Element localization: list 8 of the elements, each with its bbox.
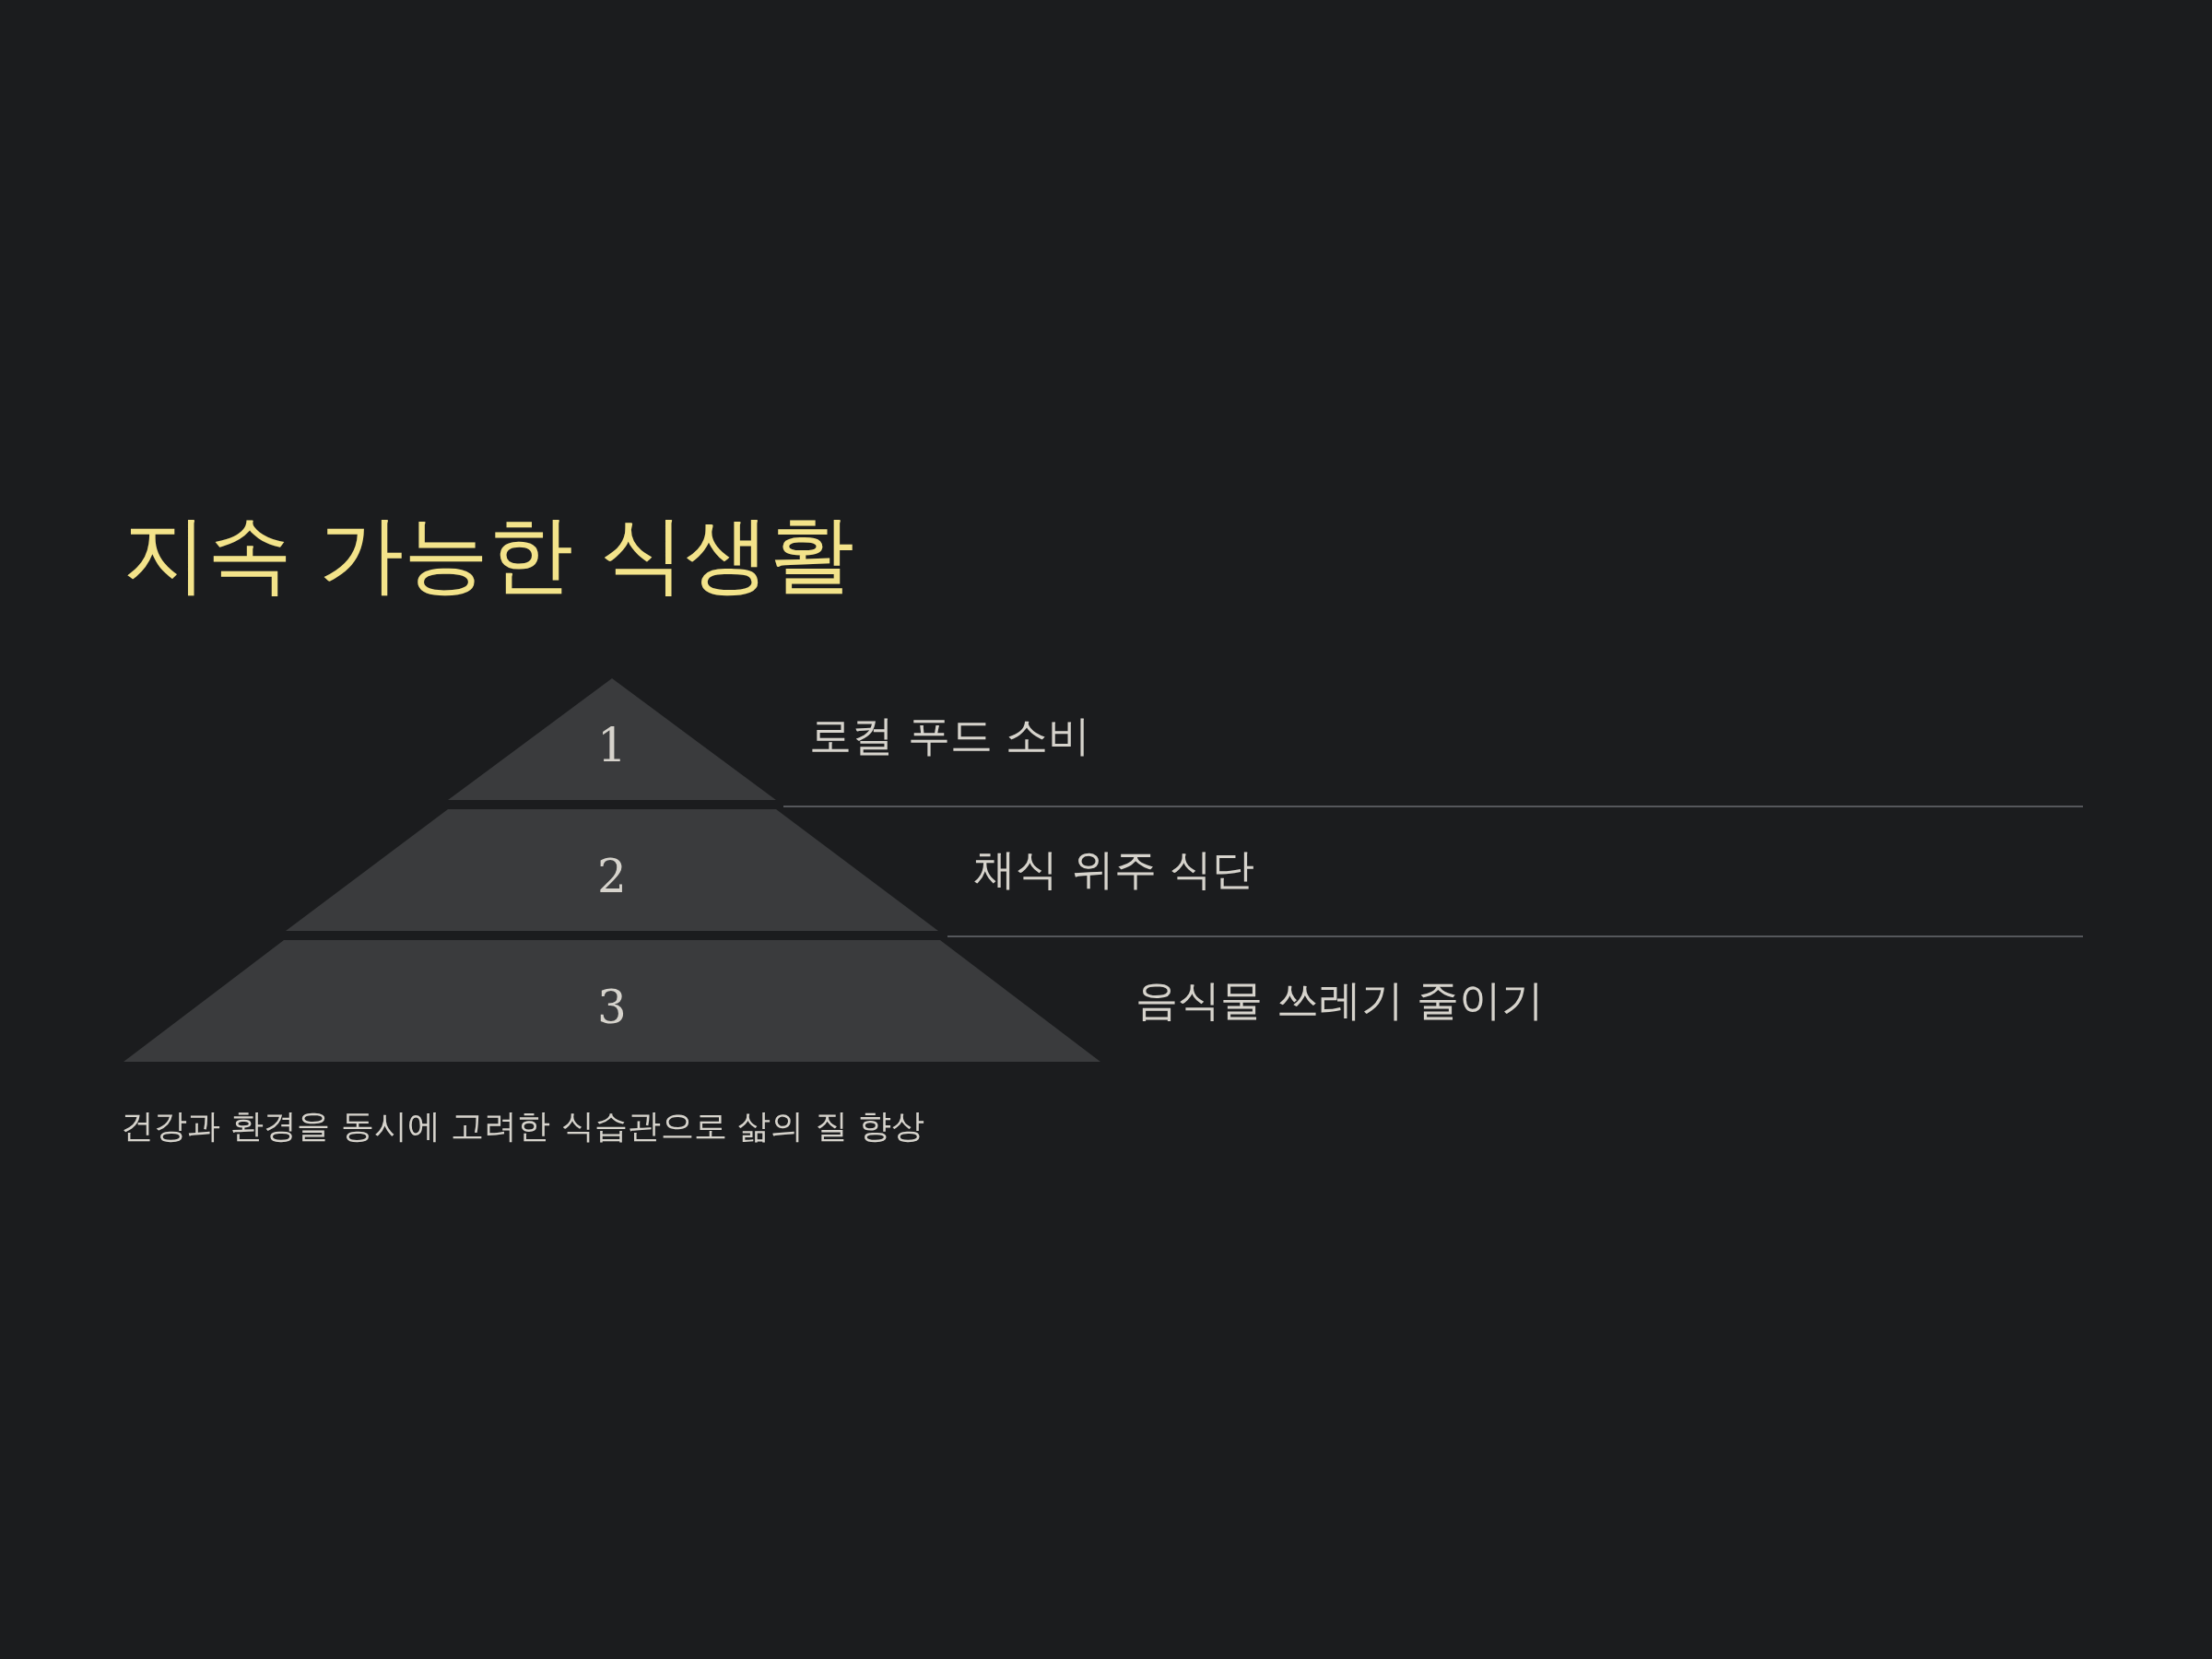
caption: 건강과 환경을 동시에 고려한 식습관으로 삶의 질 향상 xyxy=(121,1106,925,1147)
tier-number: 1 xyxy=(597,718,627,772)
slide-title: 지속 가능한 식생활 xyxy=(123,504,855,606)
tier-label: 음식물 쓰레기 줄이기 xyxy=(1135,974,1545,1027)
tier-label: 채식 위주 식단 xyxy=(973,843,1255,896)
tier-number: 2 xyxy=(597,849,627,903)
tier-label: 로컬 푸드 소비 xyxy=(809,710,1091,763)
tier-number: 3 xyxy=(597,980,627,1034)
